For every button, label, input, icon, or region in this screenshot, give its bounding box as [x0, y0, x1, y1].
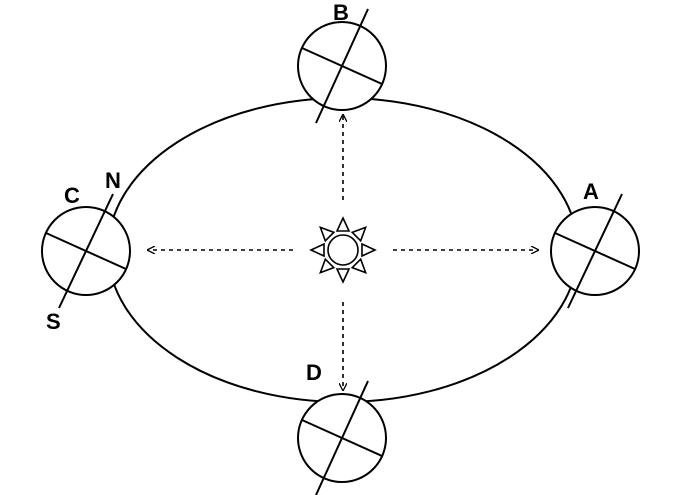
earth-c — [41, 193, 131, 309]
earth-d — [297, 380, 387, 495]
equator-line — [554, 232, 636, 270]
earth-a — [550, 193, 640, 309]
label-b: B — [333, 0, 349, 25]
label-d: D — [306, 360, 322, 385]
equator-line — [301, 419, 383, 457]
label-a: A — [583, 179, 599, 204]
label-north: N — [105, 168, 121, 193]
label-south: S — [46, 309, 61, 334]
equator-line — [45, 232, 127, 270]
sun-icon — [309, 216, 377, 284]
equator-line — [301, 47, 383, 85]
earth-b — [297, 8, 387, 124]
label-c: C — [64, 183, 80, 208]
radiation-arrows — [148, 115, 538, 390]
